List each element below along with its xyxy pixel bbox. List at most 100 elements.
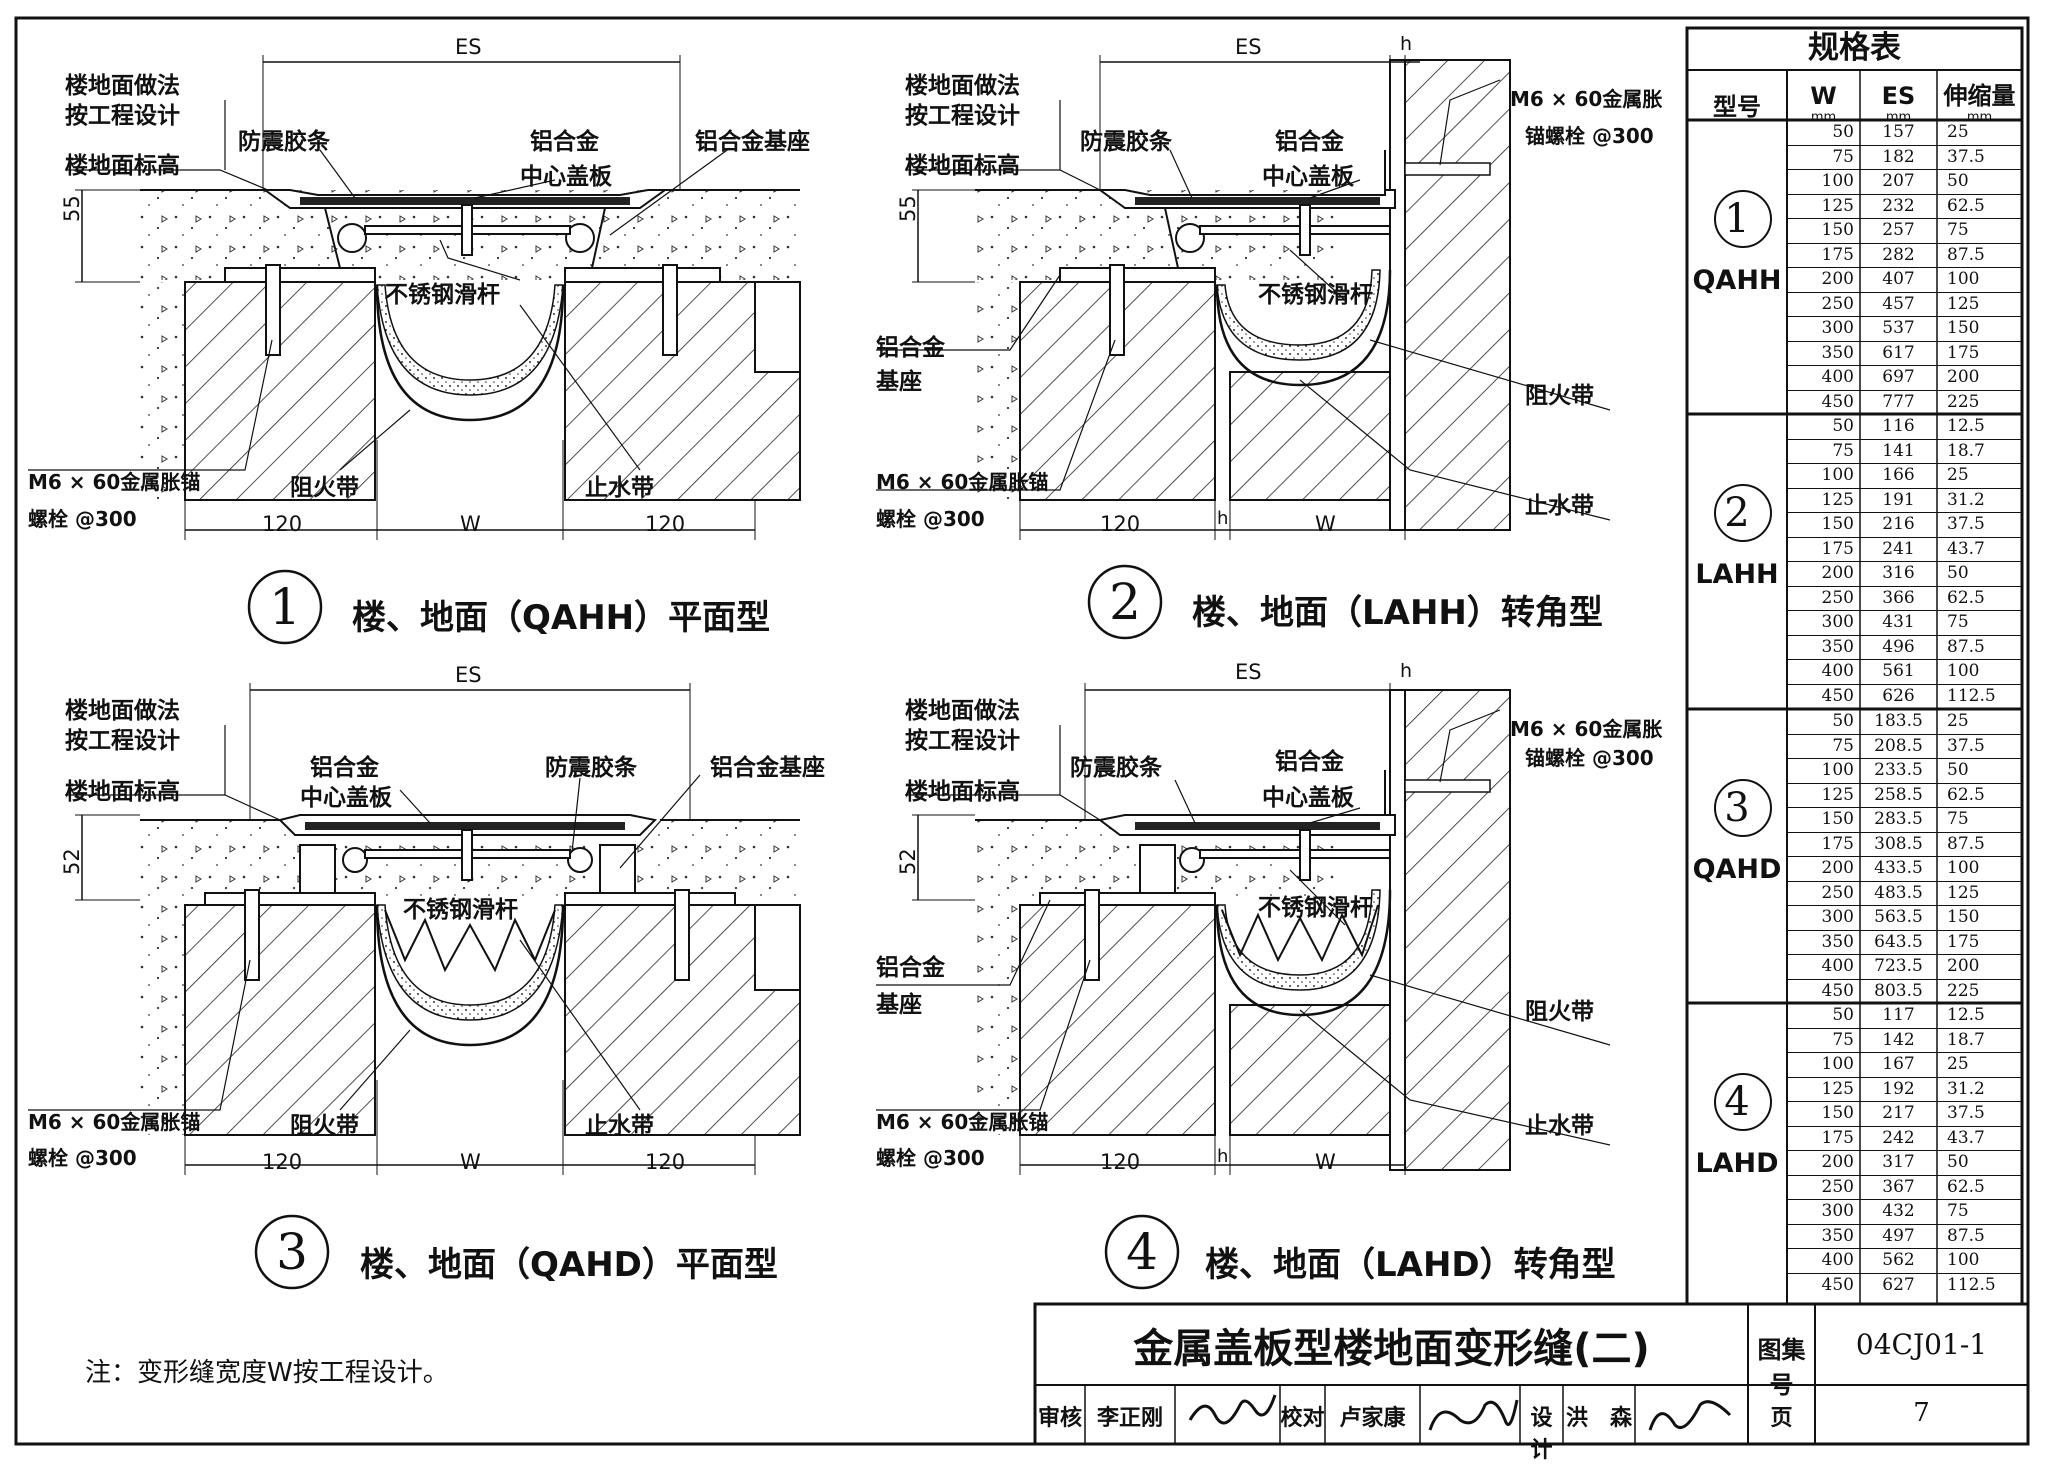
d1-label-cover: 中心盖板 (520, 164, 612, 190)
spec-cell-es: 317 (1882, 1152, 1915, 1172)
spec-group-code: LAHD (1695, 1148, 1779, 1179)
spec-header-stretch-unit: mm (1966, 110, 1993, 125)
spec-cell-stretch: 12.5 (1947, 1005, 1985, 1025)
spec-row-divider (1787, 978, 2022, 980)
spec-header-es-label: ES (1881, 82, 1916, 110)
spec-row-divider (1787, 585, 2022, 587)
spec-cell-w: 100 (1821, 465, 1854, 485)
spec-row-divider (1787, 610, 2022, 611)
spec-cell-w: 450 (1821, 685, 1854, 706)
spec-cell-es: 167 (1882, 1054, 1915, 1074)
spec-cell-stretch: 25 (1947, 711, 1969, 731)
d3-label-anchor: M6 × 60金属胀锚 (28, 1110, 201, 1134)
spec-row-divider (1787, 1199, 2022, 1200)
spec-group-number: 2 (1724, 490, 1750, 536)
spec-cell-w: 125 (1821, 195, 1854, 216)
spec-group-number: 4 (1724, 1079, 1750, 1125)
d4-label-cover: 中心盖板 (1262, 785, 1354, 811)
spec-cell-stretch: 200 (1947, 367, 1980, 387)
spec-cell-w: 175 (1821, 244, 1854, 265)
d1-label-design: 按工程设计 (65, 103, 180, 129)
spec-group-code: QAHD (1692, 854, 1782, 885)
spec-row-divider (1787, 1076, 2022, 1078)
spec-cell-es: 232 (1882, 195, 1915, 216)
spec-cell-w: 400 (1821, 1250, 1854, 1270)
spec-cell-es: 366 (1882, 587, 1915, 608)
d1-label-base: 铝合金基座 (695, 129, 810, 155)
spec-cell-w: 75 (1832, 146, 1854, 167)
spec-cell-w: 75 (1832, 1029, 1854, 1050)
d4-label-design: 按工程设计 (905, 728, 1020, 754)
d3-dim-left: 120 (262, 1150, 303, 1174)
page-number: 7 (1913, 1398, 1930, 1428)
spec-row-divider (1787, 1027, 2022, 1029)
spec-cell-es: 116 (1882, 416, 1915, 436)
atlas-label: 图集号 (1757, 1336, 1806, 1399)
spec-cell-stretch: 37.5 (1947, 735, 1985, 756)
d2-label-alloy: 铝合金 (1275, 129, 1344, 155)
spec-cell-es: 207 (1882, 171, 1915, 191)
spec-cell-es: 457 (1882, 293, 1915, 314)
spec-row-divider (1787, 782, 2022, 784)
spec-row-divider (1787, 340, 2022, 342)
d3-label-anchor-spacing: 螺栓 @300 (28, 1146, 137, 1170)
spec-cell-es: 431 (1882, 612, 1915, 632)
d4-label-firestop: 阻火带 (1525, 999, 1594, 1025)
detail-4-panel (876, 683, 1611, 1290)
spec-cell-es: 142 (1882, 1029, 1915, 1050)
spec-header-es-unit: mm (1885, 110, 1912, 125)
checker-name: 卢家康 (1339, 1406, 1406, 1431)
spec-cell-stretch: 31.2 (1947, 1078, 1985, 1099)
designer-name: 洪 森 (1565, 1406, 1632, 1431)
d4-dim-h: h (1217, 1146, 1229, 1167)
spec-cell-es: 497 (1882, 1225, 1915, 1246)
spec-cell-es: 777 (1882, 391, 1915, 412)
spec-row-divider (1787, 512, 2022, 513)
spec-cell-w: 400 (1821, 661, 1854, 681)
d2-label-slidebar: 不锈钢滑杆 (1258, 282, 1373, 308)
spec-cell-stretch: 62.5 (1947, 587, 1985, 608)
d3-label-level: 楼地面标高 (65, 779, 180, 805)
spec-cell-w: 350 (1821, 342, 1854, 363)
spec-header-w-label: W (1810, 82, 1837, 110)
spec-group-code: LAHH (1695, 559, 1779, 590)
spec-cell-w: 125 (1821, 784, 1854, 805)
d2-label-anchor-spacing: 螺栓 @300 (876, 507, 985, 531)
d3-title: 楼、地面（QAHD）平面型 (360, 1245, 778, 1285)
spec-cell-w: 250 (1821, 587, 1854, 608)
d2-label-cover: 中心盖板 (1262, 164, 1354, 190)
spec-group-circle (1714, 1073, 1772, 1131)
d4-dim-w: W (1315, 1150, 1336, 1174)
spec-cell-es: 617 (1882, 342, 1915, 363)
spec-cell-es: 282 (1882, 244, 1915, 265)
spec-cell-es: 483.5 (1874, 882, 1923, 903)
spec-cell-w: 400 (1821, 956, 1854, 976)
d1-label-practice: 楼地面做法 (65, 73, 180, 99)
spec-row-divider (1787, 634, 2022, 636)
spec-cell-stretch: 50 (1947, 1152, 1969, 1172)
d2-label-level: 楼地面标高 (905, 153, 1020, 179)
spec-cell-w: 350 (1821, 636, 1854, 657)
spec-cell-es: 432 (1882, 1201, 1915, 1221)
check-label: 校对 (1280, 1406, 1325, 1431)
spec-row-divider (1787, 169, 2022, 170)
spec-cell-w: 50 (1832, 122, 1854, 142)
d4-label-alloy: 铝合金 (1275, 749, 1344, 775)
spec-row-divider (1787, 1125, 2022, 1127)
d3-dim-w: W (460, 1150, 481, 1174)
spec-cell-w: 50 (1832, 711, 1854, 731)
spec-cell-w: 150 (1821, 514, 1854, 534)
d4-label-waterstop: 止水带 (1525, 1113, 1594, 1139)
d2-label-firestop: 阻火带 (1525, 383, 1594, 409)
spec-cell-stretch: 100 (1947, 1250, 1980, 1270)
spec-cell-es: 141 (1882, 440, 1915, 461)
spec-row-divider (1787, 267, 2022, 268)
spec-row-divider (1787, 831, 2022, 833)
detail-2-panel (876, 55, 1611, 640)
d1-label-strip: 防震胶条 (238, 129, 330, 155)
spec-cell-es: 216 (1882, 514, 1915, 534)
